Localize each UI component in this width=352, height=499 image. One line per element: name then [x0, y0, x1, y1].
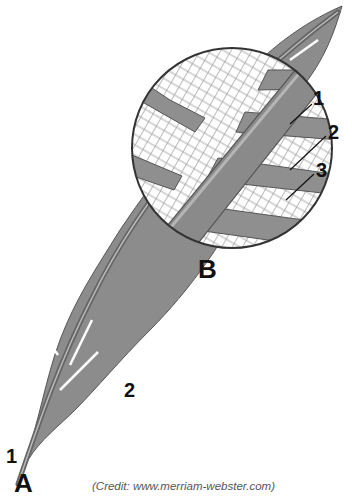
detail-letter: B	[198, 256, 217, 282]
leader-lines	[286, 104, 326, 200]
part-letter: A	[14, 470, 33, 496]
credit-caption: (Credit: www.merriam-webster.com)	[92, 480, 275, 492]
callout-number: 2	[328, 122, 339, 142]
callout-number: 3	[316, 160, 327, 180]
feather-shaft	[18, 12, 338, 484]
callout-number: 1	[313, 88, 324, 108]
callout-number: 1	[6, 446, 17, 466]
callout-number: 2	[124, 380, 135, 400]
magnified-barbs	[110, 40, 345, 285]
